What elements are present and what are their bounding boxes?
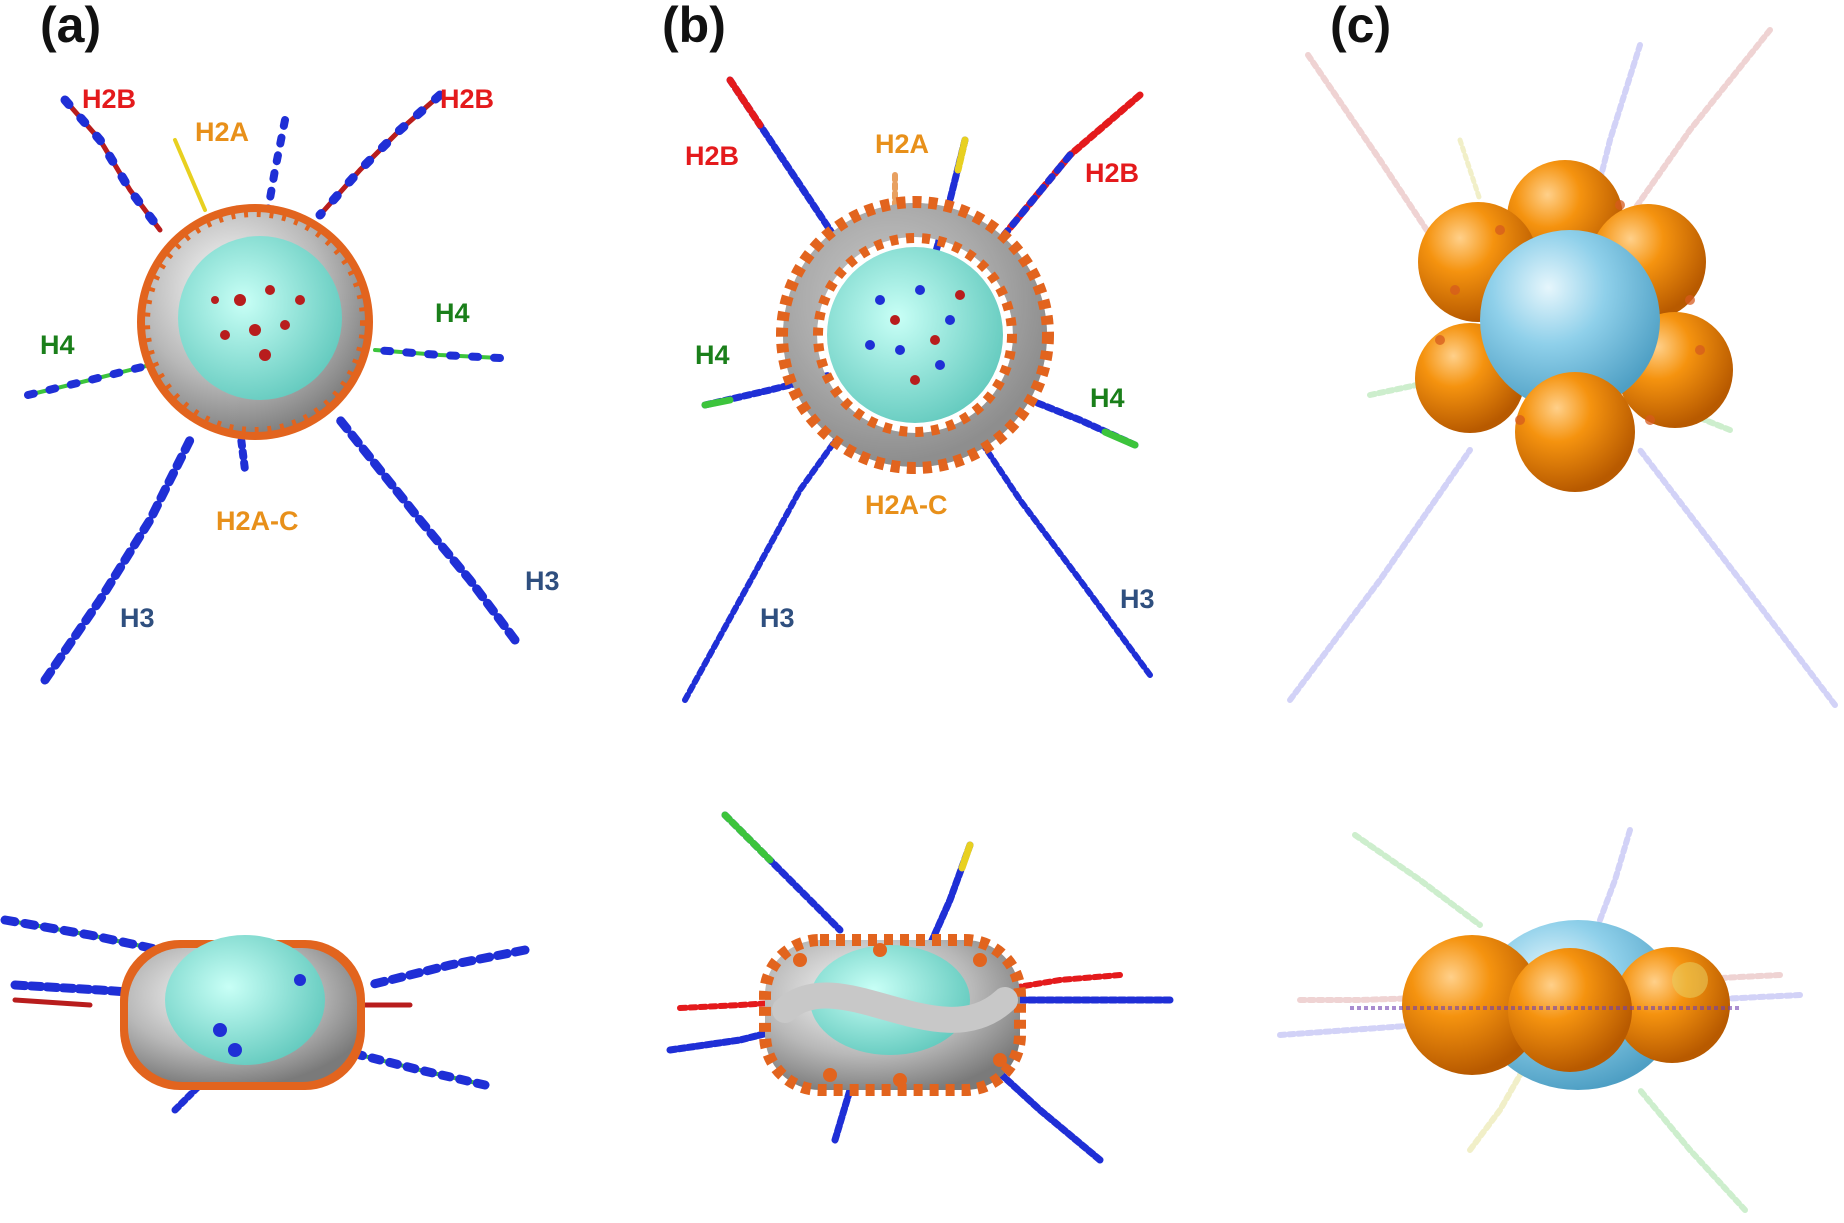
- label-b-h2b-right: H2B: [1085, 158, 1139, 188]
- label-b-h2b-left: H2B: [685, 141, 739, 171]
- label-b-h4-left: H4: [695, 340, 730, 370]
- label-b-h4-right: H4: [1090, 383, 1125, 413]
- label-a-h2b-left: H2B: [82, 84, 136, 114]
- panel-c-top-model: [1287, 27, 1838, 708]
- panel-b-top-core: [827, 247, 1003, 423]
- label-a-h2a-c: H2A-C: [216, 506, 299, 536]
- panel-c-bottom-model: [1277, 827, 1803, 1213]
- sphere-orange-bottom: [1515, 372, 1635, 492]
- panel-a-top-tails: [24, 90, 520, 685]
- label-a-h4-right: H4: [435, 298, 470, 328]
- panel-a-top-core-histone: [178, 236, 342, 400]
- sphere-orange-side-left: [1402, 935, 1542, 1075]
- label-a-h3-left: H3: [120, 603, 155, 633]
- label-a-h2b-right: H2B: [440, 84, 494, 114]
- label-a-h2a: H2A: [195, 117, 249, 147]
- panel-b-top-model: [682, 76, 1153, 703]
- panel-label-b: (b): [662, 0, 726, 53]
- sphere-blue-core: [1480, 230, 1660, 410]
- label-b-h2a-c: H2A-C: [865, 490, 948, 520]
- label-b-h3-left: H3: [760, 603, 795, 633]
- panel-label-a: (a): [40, 0, 101, 53]
- panel-b-bottom-model: [666, 811, 1174, 1164]
- panel-label-c: (c): [1330, 0, 1391, 53]
- label-a-h4-left: H4: [40, 330, 75, 360]
- panel-a-top-model: [24, 90, 520, 685]
- label-b-h2a: H2A: [875, 129, 929, 159]
- label-b-h3-right: H3: [1120, 584, 1155, 614]
- label-a-h3-right: H3: [525, 566, 560, 596]
- panel-a-bottom-model: [0, 915, 530, 1114]
